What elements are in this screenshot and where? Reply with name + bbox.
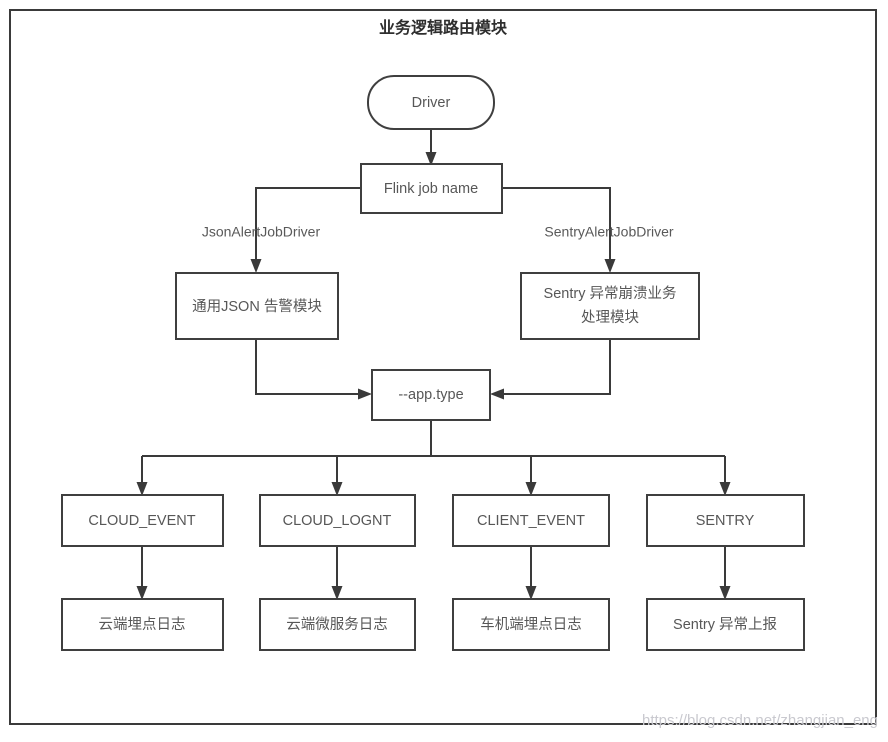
- edge-label-sentry-alert-job-driver: SentryAlertJobDriver: [544, 224, 673, 240]
- arrow-bus-to-client-event: [525, 482, 537, 496]
- node-json-alert-module-label: 通用JSON 告警模块: [192, 298, 322, 315]
- node-sentry-module[interactable]: [520, 272, 700, 340]
- edge-sentry-module-to-app-type: [499, 339, 611, 395]
- node-vehicle-tracking-log[interactable]: [452, 598, 610, 651]
- node-sentry-module-label-line2: 处理模块: [581, 309, 639, 326]
- arrow-driver-to-flink: [425, 152, 437, 166]
- node-driver[interactable]: [367, 75, 495, 130]
- arrow-sentry-to-report: [719, 586, 731, 600]
- node-sentry[interactable]: [646, 494, 805, 547]
- node-vehicle-tracking-log-label: 车机端埋点日志: [480, 616, 582, 633]
- node-client-event-label: CLIENT_EVENT: [477, 513, 585, 529]
- arrow-bus-to-sentry: [719, 482, 731, 496]
- arrow-json-module-to-app-type: [358, 388, 372, 400]
- arrow-flink-to-json-module: [250, 259, 262, 273]
- watermark: https://blog.csdn.net/zhangjian_eng: [642, 712, 878, 729]
- node-cloud-lognt[interactable]: [259, 494, 416, 547]
- node-app-type-label: --app.type: [398, 387, 463, 403]
- arrow-sentry-module-to-app-type: [490, 388, 504, 400]
- arrow-client-event-to-log: [525, 586, 537, 600]
- edge-flink-to-sentry-module: [502, 187, 611, 264]
- arrow-cloud-event-to-log: [136, 586, 148, 600]
- node-json-alert-module[interactable]: [175, 272, 339, 340]
- node-driver-label: Driver: [412, 95, 451, 111]
- node-cloud-microservice-log[interactable]: [259, 598, 416, 651]
- node-sentry-module-label-line1: Sentry 异常崩溃业务: [544, 285, 677, 302]
- arrow-flink-to-sentry-module: [604, 259, 616, 273]
- edge-label-json-alert-job-driver: JsonAlertJobDriver: [202, 224, 321, 240]
- node-sentry-exception-report-label: Sentry 异常上报: [673, 616, 777, 633]
- arrow-cloud-lognt-to-log: [331, 586, 343, 600]
- node-cloud-event-label: CLOUD_EVENT: [88, 513, 195, 529]
- node-flink-job-name[interactable]: [360, 163, 503, 214]
- node-sentry-label: SENTRY: [696, 513, 755, 529]
- node-flink-job-name-label: Flink job name: [384, 181, 478, 197]
- node-cloud-microservice-log-label: 云端微服务日志: [286, 616, 388, 633]
- node-client-event[interactable]: [452, 494, 610, 547]
- arrow-bus-to-cloud-event: [136, 482, 148, 496]
- node-cloud-tracking-log-label: 云端埋点日志: [99, 616, 186, 633]
- node-cloud-event[interactable]: [61, 494, 224, 547]
- node-cloud-tracking-log[interactable]: [61, 598, 224, 651]
- node-sentry-exception-report[interactable]: [646, 598, 805, 651]
- page-title: 业务逻辑路由模块: [379, 18, 508, 37]
- edge-json-module-to-app-type: [255, 339, 363, 395]
- arrow-bus-to-cloud-lognt: [331, 482, 343, 496]
- node-app-type[interactable]: [371, 369, 491, 421]
- node-cloud-lognt-label: CLOUD_LOGNT: [283, 513, 392, 529]
- edge-flink-to-json-module: [255, 187, 360, 264]
